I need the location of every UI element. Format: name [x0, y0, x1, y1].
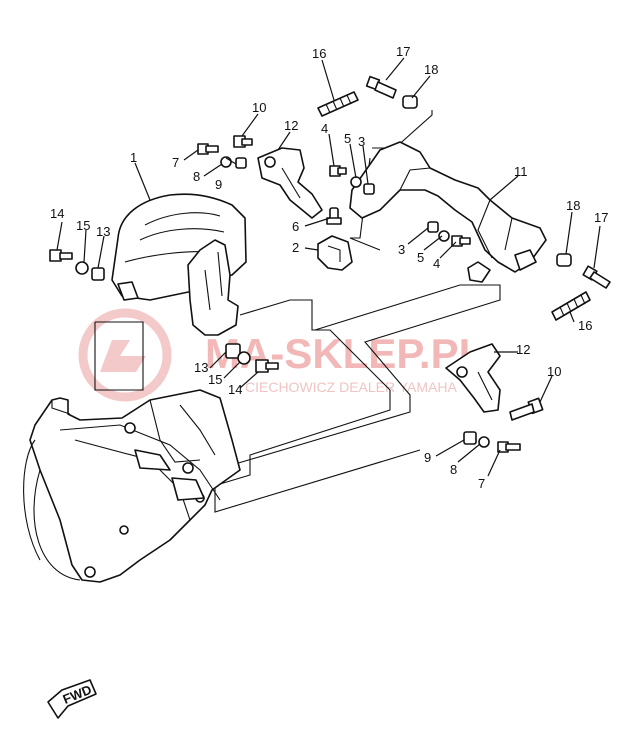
callout-16-upper: 16	[312, 46, 326, 61]
part-13-collar-left	[91, 267, 105, 281]
callout-15-lower: 15	[208, 372, 222, 387]
callout-5-upper: 5	[344, 131, 351, 146]
callout-10-lower: 10	[547, 364, 561, 379]
watermark-tagline: CIECHOWICZ DEALER YAMAHA	[245, 379, 458, 395]
callout-8-lower: 8	[450, 462, 457, 477]
part-12-lower-bracket	[445, 343, 501, 413]
part-17-bolt-lower	[582, 265, 611, 289]
callout-2: 2	[292, 240, 299, 255]
fwd-label: FWD	[61, 682, 94, 707]
part-2-clamp	[317, 235, 353, 271]
outboard-lower-unit	[23, 389, 241, 583]
part-5-washer-lower	[438, 230, 450, 242]
callout-17-upper: 17	[396, 44, 410, 59]
callout-18-lower: 18	[566, 198, 580, 213]
callout-1: 1	[130, 150, 137, 165]
callout-11: 11	[514, 164, 528, 179]
part-4-bolt-upper	[329, 165, 347, 177]
callout-labels: 1 2 3 3 4 4 5 5 6 7 7 8 8 9 9 10 10 11 1…	[50, 44, 608, 491]
watermark: MA-SKLEP.PL CIECHOWICZ DEALER YAMAHA	[78, 308, 484, 402]
part-15-washer-lower	[237, 351, 251, 365]
part-1-cover	[111, 193, 247, 336]
callout-14-lower: 14	[228, 382, 242, 397]
callout-12-lower: 12	[516, 342, 530, 357]
assembly-outline	[94, 110, 501, 513]
callout-3-lower: 3	[398, 242, 405, 257]
callout-9-upper: 9	[215, 177, 222, 192]
part-9-collar-upper	[235, 157, 247, 169]
callout-18-upper: 18	[424, 62, 438, 77]
part-12-upper-bracket	[257, 147, 323, 219]
fwd-arrow-icon: FWD	[47, 679, 97, 719]
callout-3-upper: 3	[358, 134, 365, 149]
part-3-collar-upper	[363, 183, 375, 195]
callout-8-upper: 8	[193, 169, 200, 184]
callout-5-lower: 5	[417, 250, 424, 265]
part-7-bolt-upper	[197, 143, 219, 155]
part-14-bolt-left	[49, 249, 73, 262]
callout-9-lower: 9	[424, 450, 431, 465]
part-17-bolt-upper	[365, 75, 397, 99]
part-16-spring-lower	[551, 291, 591, 321]
callout-14-left: 14	[50, 206, 64, 221]
watermark-logo-mark-icon	[100, 340, 146, 372]
callout-4-upper: 4	[321, 121, 328, 136]
leader-lines	[56, 57, 601, 477]
callout-7-upper: 7	[172, 155, 179, 170]
part-18-cap-upper	[402, 95, 418, 109]
callout-13-lower: 13	[194, 360, 208, 375]
part-16-spring-upper	[317, 91, 359, 117]
part-18-cap-lower	[556, 253, 572, 267]
watermark-logo-icon	[78, 308, 172, 402]
part-14-bolt-lower	[255, 359, 279, 373]
callout-16-lower: 16	[578, 318, 592, 333]
part-11-bracket	[349, 141, 547, 283]
part-10-bolt-lower	[509, 397, 544, 421]
part-4-bolt-lower	[451, 235, 471, 247]
callout-7-lower: 7	[478, 476, 485, 491]
callout-12-upper: 12	[284, 118, 298, 133]
watermark-brand: MA-SKLEP.PL	[205, 330, 484, 377]
part-7-bolt-lower	[497, 441, 521, 453]
part-9-collar-lower	[463, 431, 477, 445]
part-15-washer-left	[75, 261, 89, 275]
part-5-washer-upper	[350, 176, 362, 188]
part-6-fitting	[326, 207, 342, 225]
part-10-bolt-upper	[233, 135, 253, 148]
callout-4-lower: 4	[433, 256, 440, 271]
callout-10-upper: 10	[252, 100, 266, 115]
part-3-collar-lower	[427, 221, 439, 233]
callout-13-left: 13	[96, 224, 110, 239]
callout-15-left: 15	[76, 218, 90, 233]
callout-6: 6	[292, 219, 299, 234]
part-8-washer-lower	[478, 436, 490, 448]
callout-17-lower: 17	[594, 210, 608, 225]
part-13-collar-lower	[225, 343, 241, 359]
